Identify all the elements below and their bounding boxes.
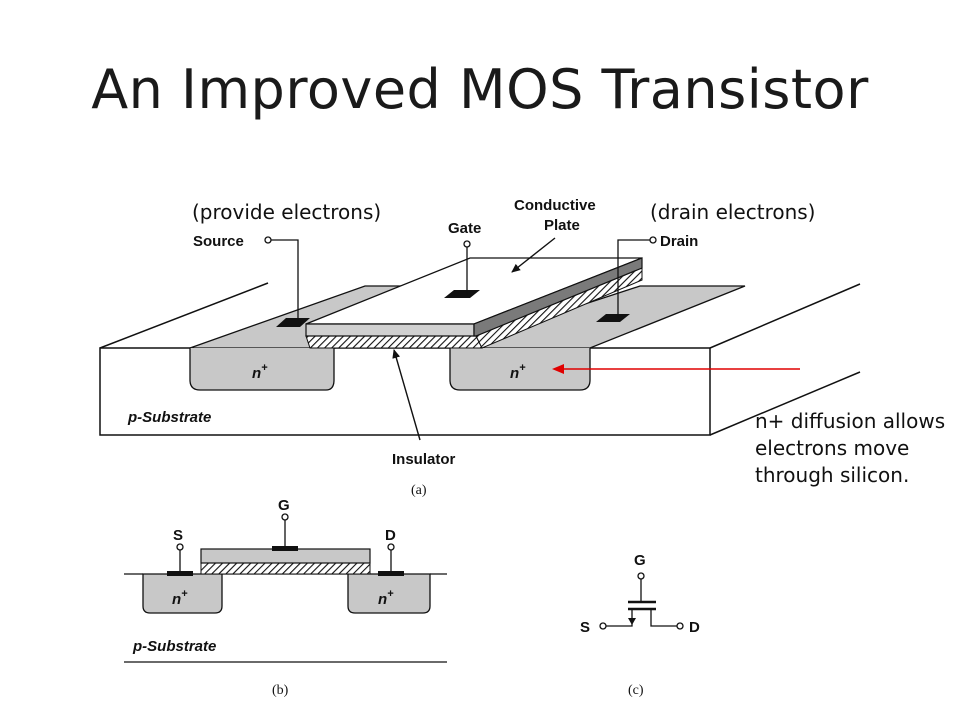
b-drain-n-well	[347, 573, 431, 614]
c-source-arrow	[628, 618, 636, 625]
plate-arrow	[511, 237, 556, 273]
source-note: (provide electrons)	[192, 200, 382, 224]
diffusion-note-line-2: electrons move	[755, 436, 910, 460]
c-gate-terminal	[637, 572, 645, 580]
diffusion-pointer-arrowhead	[552, 364, 564, 374]
drain-terminal	[649, 236, 657, 244]
b-n-plus-right-label: n+	[378, 588, 394, 608]
gate-terminal	[463, 240, 471, 248]
gate-plate-side	[473, 257, 643, 337]
substrate-right-top-edge	[709, 283, 861, 349]
b-drain-terminal	[387, 543, 395, 551]
b-gate-contact	[272, 546, 298, 551]
b-gate-plate	[200, 548, 371, 564]
caption-c: (c)	[628, 683, 644, 698]
p-substrate-label: p-Substrate	[127, 409, 211, 426]
c-g-label: G	[634, 552, 646, 569]
b-s-label: S	[173, 527, 183, 544]
diagram-b: S G D n+ n+ p-Substrate (b)	[124, 497, 447, 698]
source-wire	[270, 239, 299, 320]
drain-wire	[617, 239, 651, 318]
gate-contact	[444, 290, 480, 298]
source-n-well	[189, 348, 335, 391]
b-p-substrate-label: p-Substrate	[132, 638, 216, 655]
diffusion-note-line-1: n+ diffusion allows	[755, 409, 946, 433]
b-gate-insulator	[200, 562, 371, 575]
b-d-label: D	[385, 527, 396, 544]
b-n-plus-left-label: n+	[172, 588, 188, 608]
substrate-top-back-edge	[99, 282, 269, 349]
insulator-arrow	[392, 349, 421, 441]
gate-insulator-front	[305, 335, 483, 349]
b-source-contact	[167, 571, 193, 576]
c-s-label: S	[580, 619, 590, 636]
drain-label: Drain	[660, 233, 698, 250]
slide-title: An Improved MOS Transistor	[91, 58, 869, 121]
caption-a: (a)	[411, 483, 427, 498]
conductive-plate-label-2: Plate	[544, 217, 580, 234]
diagram-a: Source Gate Drain Conductive Plate n+ n+…	[99, 197, 861, 498]
c-source-lead	[606, 609, 633, 627]
gate-label: Gate	[448, 220, 481, 237]
source-terminal	[264, 236, 272, 244]
c-source-terminal	[599, 622, 607, 630]
source-label: Source	[193, 233, 244, 250]
caption-b: (b)	[272, 683, 289, 698]
diagram-c: G S D (c)	[580, 552, 700, 698]
source-contact	[276, 318, 310, 327]
insulator-label: Insulator	[392, 451, 456, 468]
substrate-right-bottom-edge	[709, 371, 861, 436]
b-g-label: G	[278, 497, 290, 514]
conductive-plate-label-1: Conductive	[514, 197, 596, 214]
n-plus-left-label: n+	[252, 362, 268, 382]
c-drain-lead	[650, 609, 677, 627]
b-drain-contact	[378, 571, 404, 576]
b-source-n-well	[142, 573, 223, 614]
diffusion-note: n+ diffusion allows electrons move throu…	[755, 408, 945, 489]
drain-contact	[596, 314, 630, 322]
n-plus-right-label: n+	[510, 362, 526, 382]
diffusion-note-line-3: through silicon.	[755, 463, 910, 487]
gate-plate-front	[305, 323, 475, 337]
c-d-label: D	[689, 619, 700, 636]
drain-note: (drain electrons)	[650, 200, 816, 224]
b-source-terminal	[176, 543, 184, 551]
c-drain-terminal	[676, 622, 684, 630]
b-gate-terminal	[281, 513, 289, 521]
drain-n-well	[449, 348, 591, 391]
